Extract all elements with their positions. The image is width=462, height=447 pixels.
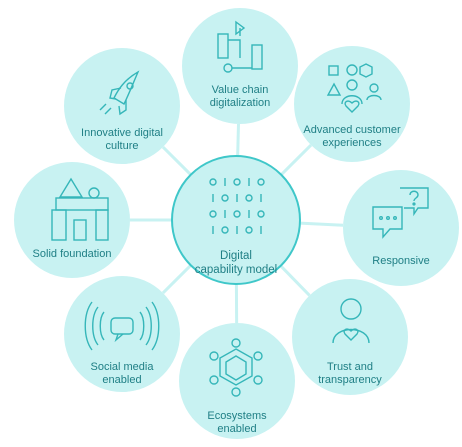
- node-circle-foundation: [14, 162, 130, 278]
- node-label-responsive: Responsive: [372, 255, 430, 267]
- node-label-social: Social media enabled: [90, 361, 154, 386]
- connector-value-chain: [236, 123, 240, 157]
- connector-responsive: [299, 221, 344, 227]
- node-label-customer: Advanced customer experiences: [303, 124, 401, 149]
- rocket-icon: [99, 70, 140, 116]
- shapes-person-heart-icon: [326, 63, 382, 113]
- node-label-culture: Innovative digital culture: [81, 127, 163, 152]
- node-circle-responsive: [343, 170, 459, 286]
- connector-customer: [280, 143, 313, 176]
- node-label-value-chain: Value chain digitalization: [209, 84, 271, 109]
- connectors: [130, 123, 344, 324]
- node-circle-customer: [294, 46, 410, 162]
- binary-grid-icon: [209, 178, 265, 234]
- node-label-foundation: Solid foundation: [32, 248, 112, 260]
- connector-social: [161, 264, 192, 295]
- node-circle-culture: [64, 48, 180, 164]
- chat-bubbles-question-icon: [372, 187, 429, 239]
- broadcast-chat-icon: [84, 301, 160, 351]
- value-chain-icon: [217, 20, 263, 73]
- connector-culture: [161, 145, 192, 176]
- node-label-ecosystems: Ecosystems enabled: [207, 410, 267, 435]
- node-circle-ecosystems: [179, 323, 295, 439]
- connector-trust: [279, 264, 311, 297]
- node-circle-value-chain: [182, 8, 298, 124]
- node-label-trust: Trust and transparency: [318, 361, 382, 386]
- node-circle-trust: [292, 279, 408, 395]
- center-circle: [171, 155, 301, 285]
- center-label: Digital capability model: [194, 250, 278, 276]
- building-blocks-icon: [51, 177, 109, 241]
- network-hexagon-icon: [209, 338, 263, 397]
- person-heart-icon: [332, 298, 370, 344]
